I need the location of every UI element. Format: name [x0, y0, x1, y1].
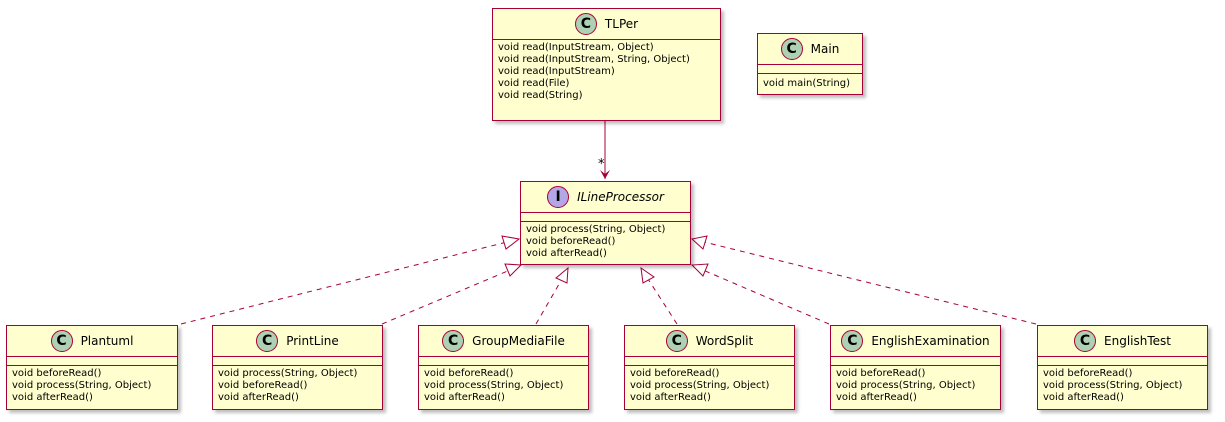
class-name: TLPer: [604, 17, 639, 31]
realization-englishtest: [690, 235, 1037, 325]
method: void beforeRead(): [12, 368, 102, 379]
class-name: WordSplit: [695, 334, 754, 348]
class-name: EnglishExamination: [871, 334, 990, 348]
class-icon: C: [665, 330, 688, 352]
method: void process(String, Object): [836, 380, 976, 391]
method: void read(InputStream, Object): [498, 42, 654, 53]
method: void afterRead(): [12, 392, 93, 403]
method: void process(String, Object): [424, 380, 564, 391]
fields-separator: [419, 357, 588, 366]
method: void afterRead(): [630, 392, 711, 403]
method: void beforeRead(): [630, 368, 720, 379]
class-icon: C: [1074, 330, 1097, 352]
class-icon: C: [50, 330, 73, 352]
realization-wordsplit: [640, 266, 678, 325]
interface-ilineprocessor[interactable]: I ILineProcessor void process(String, Obj…: [520, 181, 691, 265]
method: void beforeRead(): [526, 236, 616, 247]
class-tlper[interactable]: C TLPer void read(InputStream, Object) vo…: [492, 8, 721, 121]
class-englishexamination[interactable]: C EnglishExamination void beforeRead() vo…: [830, 325, 1001, 410]
method: void beforeRead(): [1043, 368, 1133, 379]
realization-printline: [381, 263, 523, 325]
method: void process(String, Object): [1043, 380, 1183, 391]
class-englishtest[interactable]: C EnglishTest void beforeRead() void proc…: [1037, 325, 1208, 410]
class-icon: C: [574, 13, 597, 35]
method: void afterRead(): [526, 248, 607, 259]
method: void read(InputStream, String, Object): [498, 54, 690, 65]
class-icon: C: [780, 38, 803, 60]
method: void beforeRead(): [836, 368, 926, 379]
fields-separator: [1038, 357, 1207, 366]
fields-separator: [213, 357, 382, 366]
method: void process(String, Object): [526, 224, 666, 235]
method: void read(File): [498, 78, 570, 89]
fields-separator: [521, 213, 690, 222]
realization-englishexamination: [690, 263, 830, 325]
class-name: EnglishTest: [1104, 334, 1171, 348]
method: void read(InputStream): [498, 66, 615, 77]
method: void afterRead(): [836, 392, 917, 403]
method: void main(String): [763, 78, 850, 89]
method: void afterRead(): [1043, 392, 1124, 403]
class-plantuml[interactable]: C Plantuml void beforeRead() void process…: [6, 325, 178, 410]
class-main[interactable]: C Main void main(String): [757, 33, 863, 95]
method: void read(String): [498, 90, 583, 101]
class-icon: C: [256, 330, 279, 352]
realization-plantuml: [180, 235, 521, 325]
interface-name: ILineProcessor: [577, 190, 664, 204]
multiplicity-label: *: [598, 157, 605, 172]
method: void beforeRead(): [424, 368, 514, 379]
method: void afterRead(): [218, 392, 299, 403]
class-name: Main: [810, 42, 840, 56]
fields-separator: [831, 357, 1000, 366]
class-groupmediafile[interactable]: C GroupMediaFile void beforeRead() void p…: [418, 325, 589, 410]
realization-groupmediafile: [535, 266, 569, 325]
method: void beforeRead(): [218, 380, 308, 391]
class-name: PrintLine: [286, 334, 339, 348]
class-name: GroupMediaFile: [472, 334, 565, 348]
class-name: Plantuml: [80, 334, 134, 348]
method: void process(String, Object): [218, 368, 358, 379]
class-icon: C: [841, 330, 864, 352]
fields-separator: [625, 357, 794, 366]
fields-separator: [758, 65, 862, 74]
class-wordsplit[interactable]: C WordSplit void beforeRead() void proces…: [624, 325, 795, 410]
fields-separator: [7, 357, 177, 366]
method: void process(String, Object): [12, 380, 152, 391]
method: void afterRead(): [424, 392, 505, 403]
method: void process(String, Object): [630, 380, 770, 391]
class-icon: C: [442, 330, 465, 352]
interface-icon: I: [547, 186, 570, 208]
